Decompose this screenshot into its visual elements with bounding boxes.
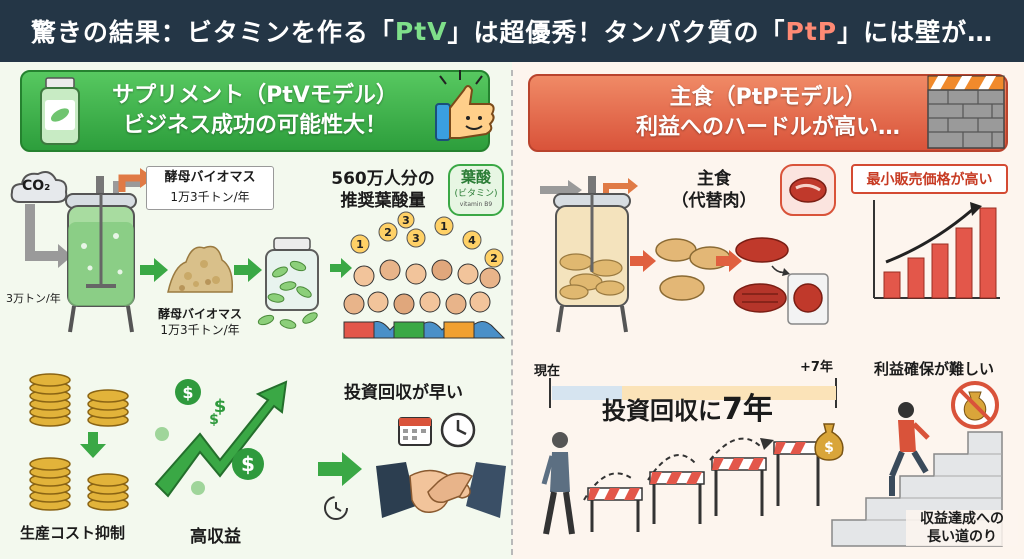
people-label-line2: 推奨葉酸量 (340, 191, 426, 211)
green-bioreactor-icon (65, 176, 140, 333)
timeline-bar (549, 378, 837, 408)
folate-badge: 葉酸 (ビタミン) vitamin B9 (448, 164, 504, 216)
crowd-number-6: 2 (490, 252, 498, 265)
now-label: 現在 (534, 364, 561, 379)
biomass-callout-box: 酵母バイオマス 1万3千トン/年 (146, 166, 274, 210)
biomass-box-line1: 酵母バイオマス (164, 170, 256, 185)
long-road-line1: 収益達成への (920, 511, 1004, 527)
ptv-banner-line1: サプリメント（PtVモデル） (112, 83, 398, 108)
profit-hard-label: 利益確保が難しい (874, 360, 995, 378)
staple-label: 主食 （代替肉） (664, 168, 764, 212)
plus-7-years-label: +7年 (800, 360, 833, 375)
roi-seven-years-label: 投資回収に7年 (602, 384, 773, 428)
ptv-banner-line2: ビジネス成功の可能性大！ (122, 113, 387, 138)
clock-icon (440, 412, 476, 448)
roi-years-number: 7年 (722, 392, 773, 427)
min-price-high-badge: 最小販売価格が高い (851, 164, 1008, 194)
supplement-bottle-icon (40, 77, 80, 145)
roi-years-text: 投資回収に (602, 397, 722, 425)
thumbs-up-icon (435, 70, 495, 141)
co2-label: CO₂ (22, 178, 51, 194)
hurdles-icon (583, 437, 823, 532)
page-title: 驚きの結果：ビタミンを作る「PtV」は超優秀！タンパク質の「PtP」には壁が… (0, 0, 1024, 62)
handshake-icon (376, 462, 506, 518)
rising-price-bar-chart-icon (873, 200, 1000, 299)
vitamin-pill-bottle-icon (257, 237, 319, 329)
high-profit-label: 高収益 (190, 527, 241, 547)
cost-suppression-label: 生産コスト抑制 (20, 524, 126, 542)
folate-badge-main: 葉酸 (460, 168, 491, 186)
ptp-banner-line2: 利益へのハードルが高い… (635, 115, 900, 140)
crowd-people-icon: 1 2 3 1 4 2 3 (343, 211, 506, 339)
title-part-2: 」は超優秀！タンパク質の「 (447, 18, 786, 47)
walking-person-icon (541, 432, 575, 535)
crowd-number-2: 2 (384, 226, 392, 239)
crowd-number-1: 1 (356, 238, 364, 251)
ptv-banner: サプリメント（PtVモデル） ビジネス成功の可能性大！ (20, 70, 490, 152)
dollar-coin-2-symbol: $ (241, 452, 255, 476)
title-part-3: 」には壁が… (837, 18, 994, 47)
ptp-flow-arrow-2 (716, 250, 742, 272)
crowd-number-4: 1 (440, 220, 448, 233)
long-road-label: 収益達成への 長い道のり (906, 510, 1018, 546)
beige-bioreactor-icon (553, 176, 638, 333)
yeast-biomass-pile-icon (167, 245, 234, 293)
profit-rising-arrow-icon: $ $ $ $ (154, 379, 288, 498)
steak-badge-icon (780, 164, 836, 216)
flow-arrow-3 (330, 258, 352, 278)
brick-wall-barrier-icon (927, 75, 1005, 149)
staple-label-line1: 主食 (697, 169, 731, 189)
panel-divider (511, 70, 513, 555)
profit-arrow (318, 452, 362, 486)
co2-cloud-icon (10, 171, 68, 203)
crowd-number-5: 4 (468, 234, 476, 247)
ptp-banner-line1: 主食（PtPモデル） (669, 85, 867, 110)
money-bag-icon: $ (814, 423, 844, 461)
flow-arrow-1 (140, 258, 168, 282)
no-money-icon (951, 381, 999, 429)
people-label: 560万人分の 推奨葉酸量 (318, 168, 448, 212)
folate-badge-sub: (ビタミン) (454, 189, 498, 199)
dollar-coin-1-symbol: $ (182, 383, 193, 402)
title-highlight-ptp: PtP (785, 16, 838, 46)
input-amount-label: 3万トン/年 (6, 292, 61, 305)
timer-arrow-icon (324, 496, 348, 520)
staple-label-line2: （代替肉） (671, 191, 757, 211)
long-road-line2: 長い道のり (927, 529, 997, 545)
crowd-number-3: 3 (412, 232, 420, 245)
crowd-number-7: 3 (402, 214, 410, 227)
ptp-flow-arrow-1 (630, 250, 656, 272)
flow-arrow-2 (234, 258, 262, 282)
title-part-1: 驚きの結果：ビタミンを作る「 (30, 18, 395, 47)
coin-stacks-icon (29, 373, 129, 511)
biomass-under-line1: 酵母バイオマス (157, 307, 242, 321)
calendar-icon (398, 417, 432, 446)
dollar-float-1-symbol: $ (214, 396, 227, 417)
money-bag-symbol: $ (824, 440, 834, 456)
roi-fast-label: 投資回収が早い (344, 383, 463, 403)
co2-input-arrow (25, 204, 72, 268)
biomass-box-line2: 1万3千トン/年 (170, 190, 250, 204)
people-label-line1: 560万人分の (331, 169, 435, 189)
folate-badge-tiny: vitamin B9 (459, 201, 493, 208)
title-highlight-ptv: PtV (394, 16, 448, 46)
biomass-under-label: 酵母バイオマス 1万3千トン/年 (150, 306, 250, 338)
alternative-meat-icon (733, 237, 829, 325)
biomass-under-line2: 1万3千トン/年 (160, 323, 240, 337)
dollar-float-2-symbol: $ (209, 412, 219, 428)
